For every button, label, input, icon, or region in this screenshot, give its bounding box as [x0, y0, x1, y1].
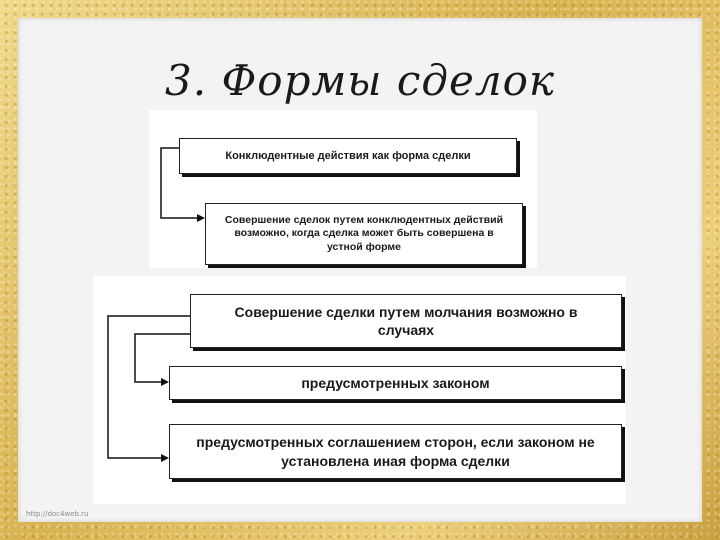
conclusive-actions-header-text: Конклюдентные действия как форма сделки: [225, 149, 471, 162]
case-agreement-box: предусмотренных соглашением сторон, если…: [169, 424, 622, 479]
footer-url: http://doc4web.ru: [26, 510, 89, 518]
conclusive-actions-header-box: Конклюдентные действия как форма сделки: [179, 138, 517, 174]
case-law-text: предусмотренных законом: [301, 374, 490, 391]
conclusive-actions-detail-text: Совершение сделок путем конклюдентных де…: [224, 213, 504, 253]
bottom-connector-arrows: [107, 315, 190, 462]
top-connector-arrow: [160, 147, 205, 222]
case-law-box: предусмотренных законом: [169, 366, 622, 400]
conclusive-actions-diagram: Конклюдентные действия как форма сделки …: [149, 110, 537, 268]
silence-header-box: Совершение сделки путем молчания возможн…: [190, 294, 622, 348]
slide-canvas: 3. Формы сделок Конклюдентные действия к…: [18, 18, 702, 522]
case-agreement-text: предусмотренных соглашением сторон, если…: [196, 434, 595, 469]
silence-header-text: Совершение сделки путем молчания возможн…: [234, 303, 578, 338]
slide-title: 3. Формы сделок: [165, 56, 555, 105]
silence-diagram: Совершение сделки путем молчания возможн…: [93, 276, 626, 504]
conclusive-actions-detail-box: Совершение сделок путем конклюдентных де…: [205, 203, 523, 265]
